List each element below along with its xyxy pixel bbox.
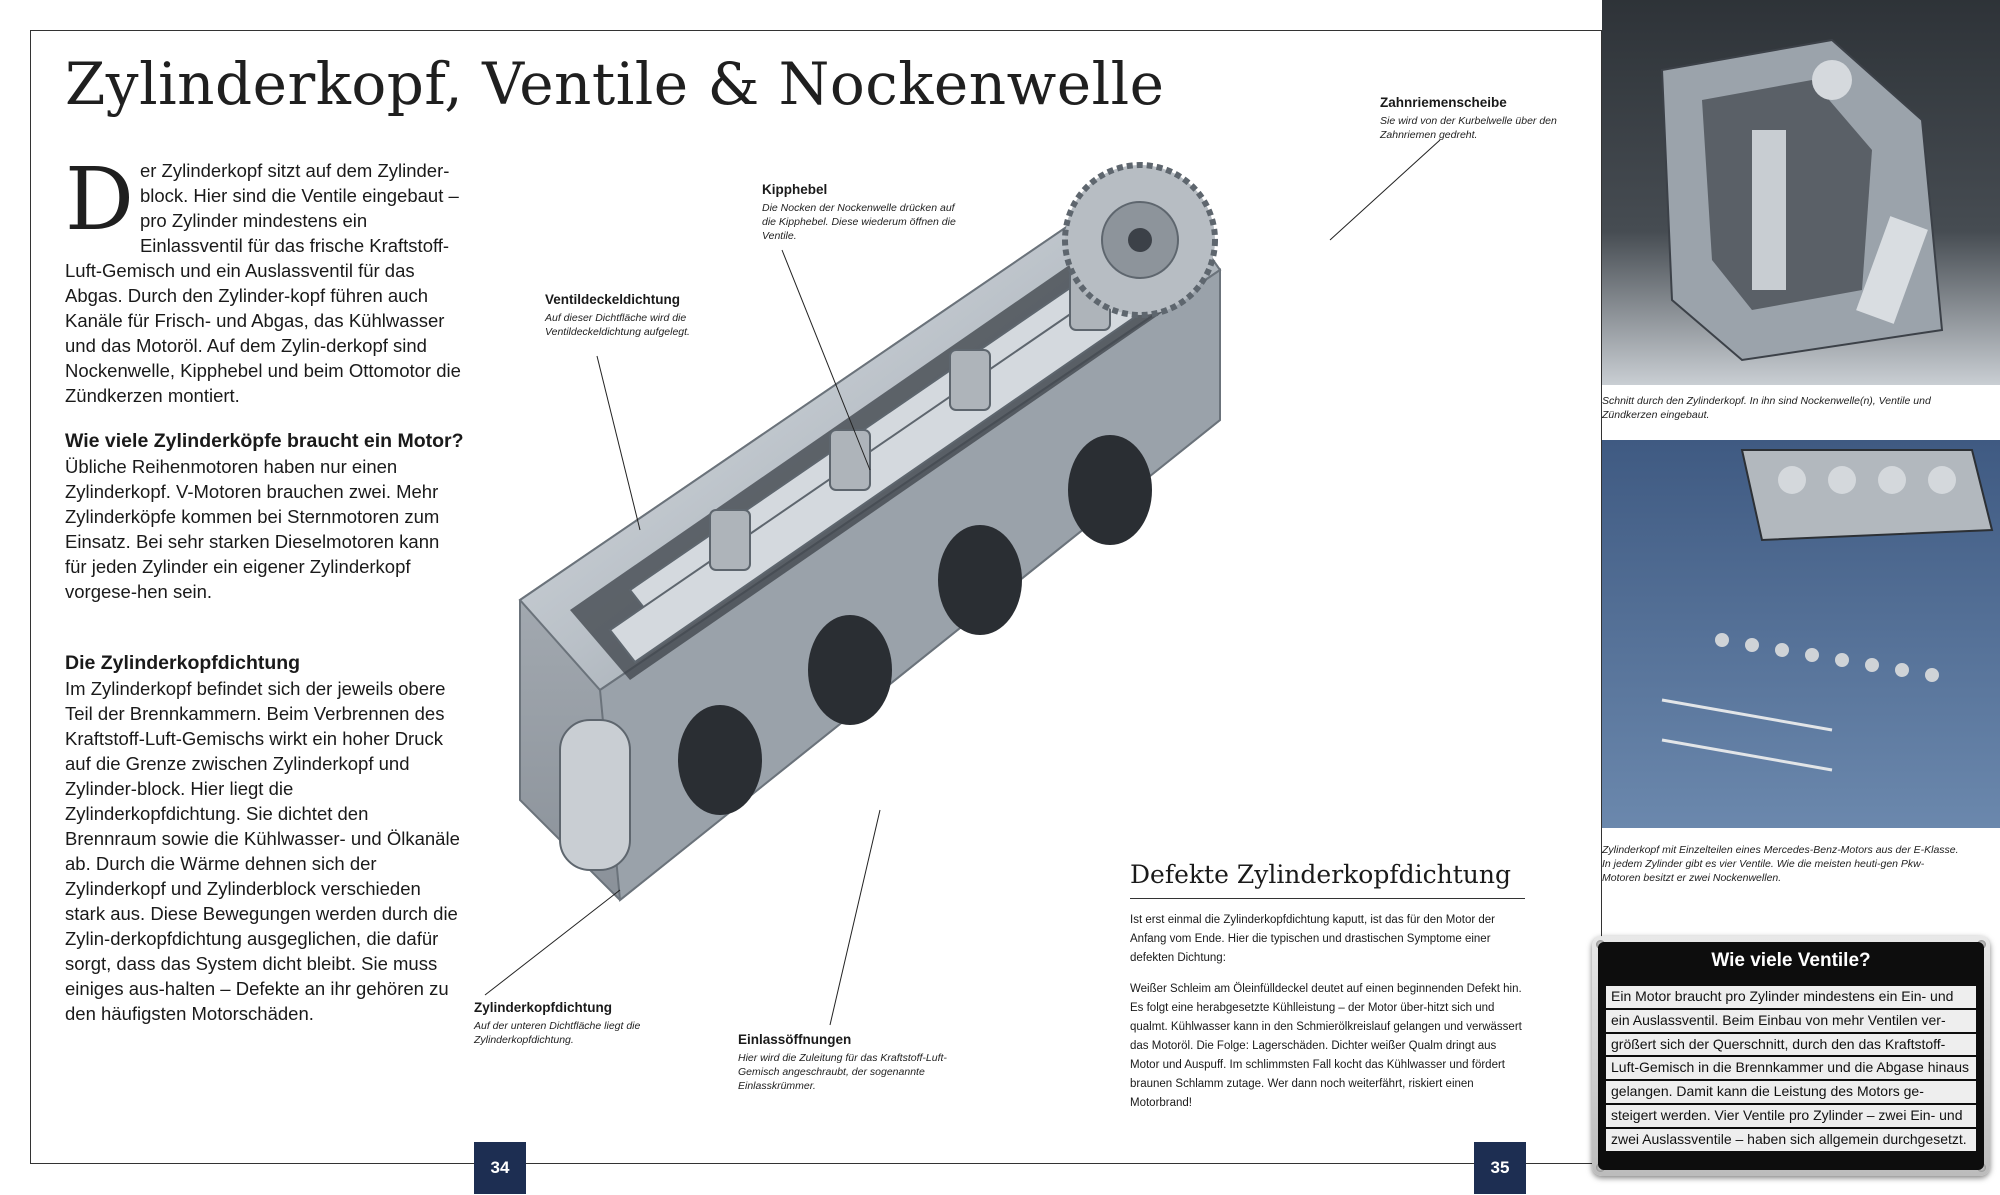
label-text: Hier wird die Zuleitung für das Kraftsto… xyxy=(738,1052,947,1092)
defekt-symptoms: Weißer Schleim am Öleinfülldeckel deutet… xyxy=(1130,983,1522,1109)
label-title: Zahnriemenscheibe xyxy=(1380,95,1507,110)
defekt-intro: Ist erst einmal die Zylinderkopfdichtung… xyxy=(1130,914,1495,964)
plate-line: steigert werden. Vier Ventile pro Zylind… xyxy=(1606,1104,1976,1129)
plate-line: zwei Auslassventile – haben sich allgeme… xyxy=(1606,1128,1976,1153)
page-title: Zylinderkopf, Ventile & Nockenwelle xyxy=(65,50,1165,118)
info-plate: Wie viele Ventile? Ein Motor braucht pro… xyxy=(1592,936,1990,1176)
caption-photo2: Zylinderkopf mit Einzelteilen eines Merc… xyxy=(1602,844,1959,884)
parts-image xyxy=(1661,449,1994,772)
plate-line: gelangen. Damit kann die Leistung des Mo… xyxy=(1606,1081,1976,1105)
label-title: Ventildeckeldichtung xyxy=(545,292,681,307)
label-ventildeckeldichtung: Ventildeckeldichtung Auf dieser Dichtflä… xyxy=(545,292,745,339)
label-zylinderkopfdichtung: Zylinderkopfdichtung Auf der unteren Dic… xyxy=(474,1000,654,1047)
caption-photo1: Schnitt durch den Zylinderkopf. In ihn s… xyxy=(1602,395,1931,421)
cutaway-image xyxy=(1660,38,1944,362)
label-kipphebel: Kipphebel Die Nocken der Nockenwelle drü… xyxy=(762,182,962,243)
plate-heading: Wie viele Ventile? xyxy=(1711,950,1871,971)
page-number-right: 35 xyxy=(1474,1142,1526,1194)
page-frame xyxy=(30,30,1602,1164)
page-number-left: 34 xyxy=(474,1142,526,1194)
label-title: Zylinderkopfdichtung xyxy=(474,1000,612,1015)
intro-paragraph: D er Zylinderkopf sitzt auf dem Zylinder… xyxy=(65,150,465,408)
drop-cap: D xyxy=(65,150,134,250)
label-zahnriemenscheibe: Zahnriemenscheibe Sie wird von der Kurbe… xyxy=(1380,95,1580,142)
section-text: Übliche Reihenmotoren haben nur einen Zy… xyxy=(65,456,440,602)
plate-text: Ein Motor braucht pro Zylinder mindesten… xyxy=(1606,986,1976,1162)
intro-text: er Zylinderkopf sitzt auf dem Zylinder-b… xyxy=(65,160,461,406)
section-heading: Die Zylinderkopfdichtung xyxy=(65,652,301,674)
label-title: Kipphebel xyxy=(762,182,828,197)
section-zylinderkopfdichtung: Die Zylinderkopfdichtung Im Zylinderkopf… xyxy=(65,650,465,1026)
plate-line: Ein Motor braucht pro Zylinder mindesten… xyxy=(1606,986,1976,1010)
label-text: Auf dieser Dichtfläche wird die Ventilde… xyxy=(545,312,690,338)
label-text: Auf der unteren Dichtfläche liegt die Zy… xyxy=(474,1020,641,1046)
defekt-heading: Defekte Zylinderkopfdichtung xyxy=(1130,860,1525,899)
section-zylinderkoepfe: Wie viele Zylinderköpfe braucht ein Moto… xyxy=(65,428,465,604)
plate-line: größert sich der Querschnitt, durch den … xyxy=(1606,1033,1976,1058)
photo-parts xyxy=(1602,440,2000,828)
plate-line: Luft-Gemisch in die Brennkammer und die … xyxy=(1606,1057,1976,1082)
plate-line: ein Auslassventil. Beim Einbau von mehr … xyxy=(1606,1009,1976,1034)
section-heading: Wie viele Zylinderköpfe braucht ein Moto… xyxy=(65,430,464,452)
plate-inner: Wie viele Ventile? Ein Motor braucht pro… xyxy=(1598,942,1984,1170)
label-einlassoeffnungen: Einlassöffnungen Hier wird die Zuleitung… xyxy=(738,1032,988,1093)
label-title: Einlassöffnungen xyxy=(738,1032,852,1047)
defekt-box: Defekte Zylinderkopfdichtung Ist erst ei… xyxy=(1130,860,1525,1113)
section-text: Im Zylinderkopf befindet sich der jeweil… xyxy=(65,678,460,1024)
photo-cutaway xyxy=(1602,0,2000,385)
label-text: Sie wird von der Kurbelwelle über den Za… xyxy=(1380,115,1557,141)
label-text: Die Nocken der Nockenwelle drücken auf d… xyxy=(762,202,956,242)
